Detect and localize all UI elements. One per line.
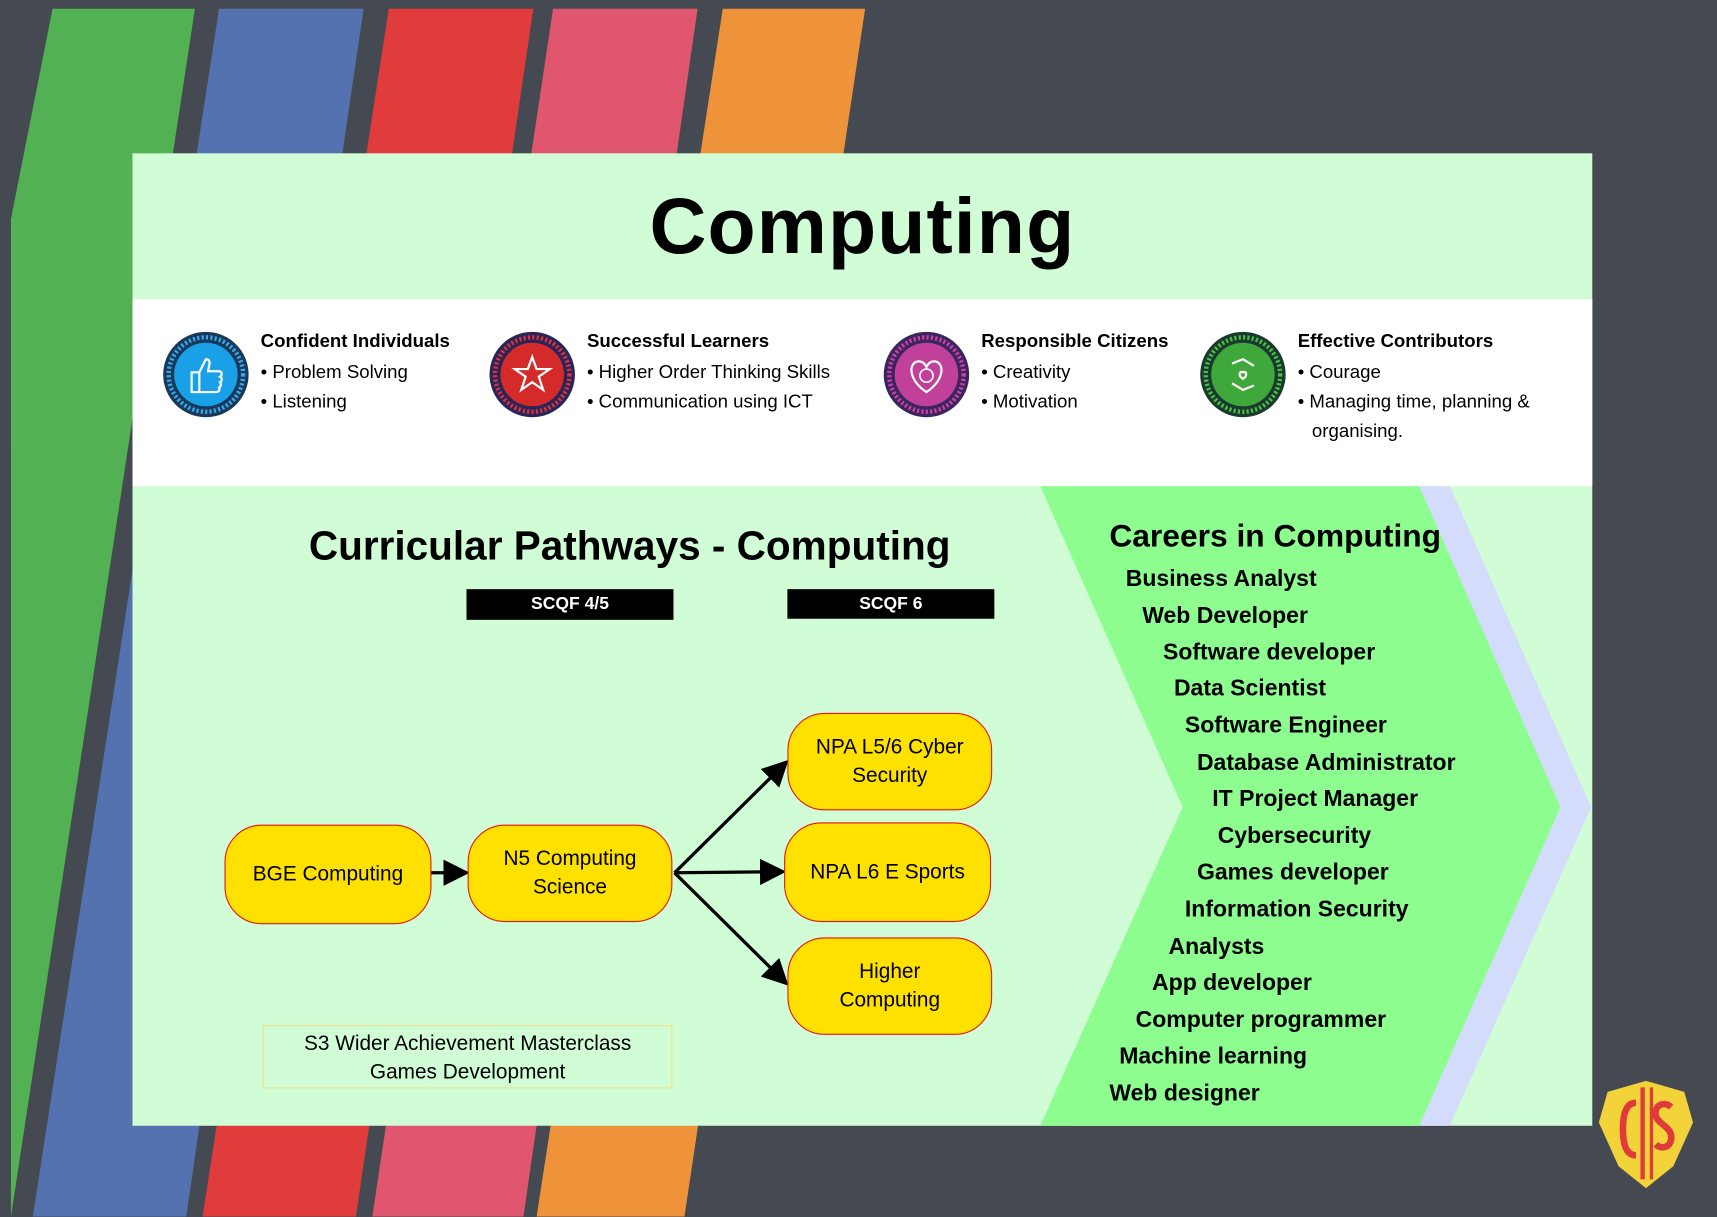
career-item: Web designer: [1109, 1080, 1260, 1107]
capacity-point: • Managing time, planning &: [1297, 390, 1530, 412]
capacity-heading: Successful Learners: [586, 330, 770, 352]
node-bge-computing: BGE Computing: [224, 824, 432, 925]
career-item: Web Developer: [1142, 603, 1308, 629]
career-item: Cybersecurity: [1217, 823, 1372, 849]
career-item: Computer programmer: [1135, 1007, 1387, 1033]
arrow-n5-cyber: [673, 759, 789, 874]
career-item: Software Engineer: [1184, 712, 1387, 739]
arrow-n5-esports: [674, 858, 787, 886]
heart-globe-icon: [883, 331, 970, 418]
capacity-point: organising.: [1311, 420, 1404, 442]
capacities-band: [132, 298, 1593, 487]
node-n5-computing-science: N5 Computing Science: [467, 824, 673, 923]
capacity-point: • Higher Order Thinking Skills: [586, 361, 831, 383]
capacity-point: • Listening: [260, 390, 347, 412]
capacity-responsible-citizens: Responsible Citizens • Creativity • Moti…: [883, 330, 1169, 419]
capacity-heading: Responsible Citizens: [981, 330, 1169, 352]
star-icon: [489, 331, 575, 418]
capacity-heading: Effective Contributors: [1297, 330, 1494, 352]
page-title: Computing: [649, 182, 1076, 270]
capacity-point: • Motivation: [981, 390, 1078, 412]
capacity-point: • Courage: [1297, 361, 1381, 383]
node-higher-computing: Higher Computing: [787, 937, 993, 1035]
career-item: Analysts: [1168, 934, 1265, 960]
capacity-heading: Confident Individuals: [260, 330, 450, 352]
capacity-point: • Communication using ICT: [586, 390, 813, 412]
career-item: Machine learning: [1119, 1043, 1308, 1069]
masterclass-box: S3 Wider Achievement Masterclass Games D…: [262, 1025, 673, 1089]
node-npa-e-sports: NPA L6 E Sports: [784, 822, 992, 923]
capacity-effective-contributors: Effective Contributors • Courage • Manag…: [1199, 331, 1530, 446]
capacity-point: • Problem Solving: [260, 361, 408, 383]
career-item: IT Project Manager: [1212, 786, 1419, 812]
capacity-point: • Creativity: [981, 361, 1071, 383]
pathways-title: Curricular Pathways - Computing: [308, 523, 951, 569]
careers-title: Careers in Computing: [1109, 519, 1442, 555]
capacity-confident-individuals: Confident Individuals • Problem Solving …: [162, 331, 450, 419]
scqf-4-5-label: SCQF 4/5: [466, 589, 674, 620]
career-item: Data Scientist: [1173, 675, 1327, 701]
capacity-successful-learners: Successful Learners • Higher Order Think…: [488, 331, 830, 419]
career-item: Software developer: [1162, 639, 1376, 665]
career-item: Information Security: [1184, 896, 1409, 923]
arrow-n5-higher: [673, 871, 789, 986]
thumbs-up-icon: [163, 331, 249, 418]
career-item: Database Administrator: [1196, 750, 1456, 776]
career-item: Business Analyst: [1125, 566, 1317, 592]
masterclass-line: Games Development: [369, 1061, 566, 1085]
scqf-6-label: SCQF 6: [787, 589, 995, 619]
hands-heart-icon: [1200, 331, 1286, 418]
school-logo: [1598, 1080, 1694, 1189]
career-item: Games developer: [1196, 859, 1389, 885]
masterclass-line: S3 Wider Achievement Masterclass: [303, 1032, 632, 1056]
career-item: App developer: [1152, 970, 1312, 996]
node-npa-cyber-security: NPA L5/6 Cyber Security: [787, 712, 993, 811]
